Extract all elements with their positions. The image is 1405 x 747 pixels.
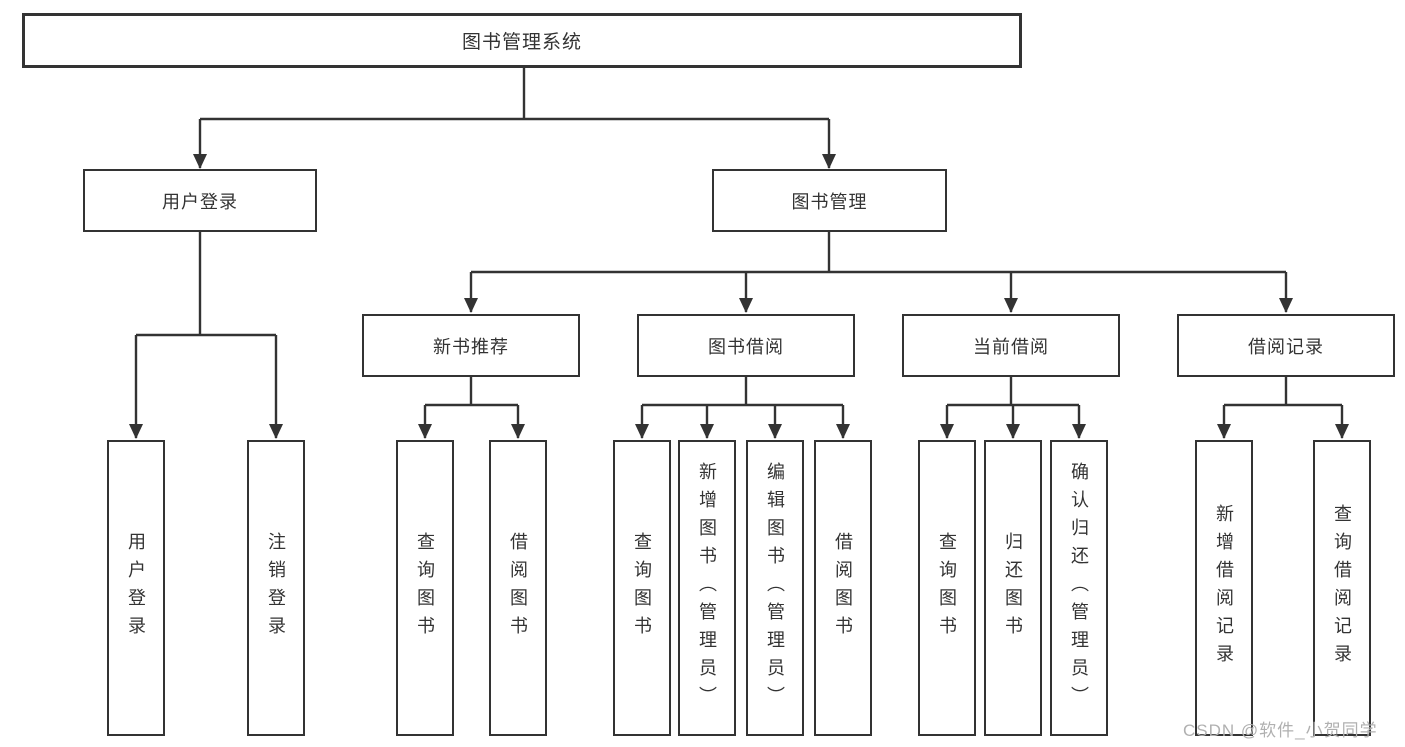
node-new-book-recommend: 新书推荐 (362, 314, 580, 377)
leaf-query-borrow-record: 查询借阅记录 (1313, 440, 1371, 736)
leaf-query-book-current-label: 查询图书 (937, 532, 957, 644)
leaf-add-borrow-record-label: 新增借阅记录 (1214, 504, 1234, 672)
leaf-query-book-newrec-label: 查询图书 (415, 532, 435, 644)
node-user-login: 用户登录 (83, 169, 317, 232)
leaf-edit-book-admin: 编辑图书（管理员） (746, 440, 804, 736)
leaf-query-borrow-record-label: 查询借阅记录 (1332, 504, 1352, 672)
leaf-edit-book-admin-label: 编辑图书（管理员） (765, 462, 785, 714)
leaf-borrow-book: 借阅图书 (814, 440, 872, 736)
node-current-borrow-label: 当前借阅 (973, 336, 1049, 357)
leaf-borrow-book-newrec: 借阅图书 (489, 440, 547, 736)
node-book-borrow: 图书借阅 (637, 314, 855, 377)
leaf-user-login: 用户登录 (107, 440, 165, 736)
node-book-management: 图书管理 (712, 169, 947, 232)
node-book-management-label: 图书管理 (791, 191, 868, 212)
node-root-label: 图书管理系统 (461, 32, 582, 53)
node-root: 图书管理系统 (22, 13, 1022, 68)
leaf-add-book-admin: 新增图书（管理员） (678, 440, 736, 736)
node-book-borrow-label: 图书借阅 (708, 336, 784, 357)
leaf-query-book-borrow: 查询图书 (613, 440, 671, 736)
leaf-confirm-return-admin-label: 确认归还（管理员） (1069, 462, 1089, 714)
leaf-add-book-admin-label: 新增图书（管理员） (697, 462, 717, 714)
leaf-borrow-book-newrec-label: 借阅图书 (508, 532, 528, 644)
leaf-query-book-borrow-label: 查询图书 (632, 532, 652, 644)
leaf-borrow-book-label: 借阅图书 (833, 532, 853, 644)
node-new-book-recommend-label: 新书推荐 (433, 336, 509, 357)
leaf-return-book: 归还图书 (984, 440, 1042, 736)
leaf-logout-label: 注销登录 (266, 532, 286, 644)
leaf-logout: 注销登录 (247, 440, 305, 736)
csdn-watermark: CSDN @软件_小贺同学 (1183, 721, 1378, 740)
leaf-return-book-label: 归还图书 (1003, 532, 1023, 644)
node-current-borrow: 当前借阅 (902, 314, 1120, 377)
leaf-user-login-label: 用户登录 (126, 532, 146, 644)
leaf-confirm-return-admin: 确认归还（管理员） (1050, 440, 1108, 736)
leaf-query-book-current: 查询图书 (918, 440, 976, 736)
leaf-query-book-newrec: 查询图书 (396, 440, 454, 736)
leaf-add-borrow-record: 新增借阅记录 (1195, 440, 1253, 736)
node-user-login-label: 用户登录 (162, 191, 238, 212)
node-borrow-records-label: 借阅记录 (1248, 336, 1324, 357)
node-borrow-records: 借阅记录 (1177, 314, 1395, 377)
